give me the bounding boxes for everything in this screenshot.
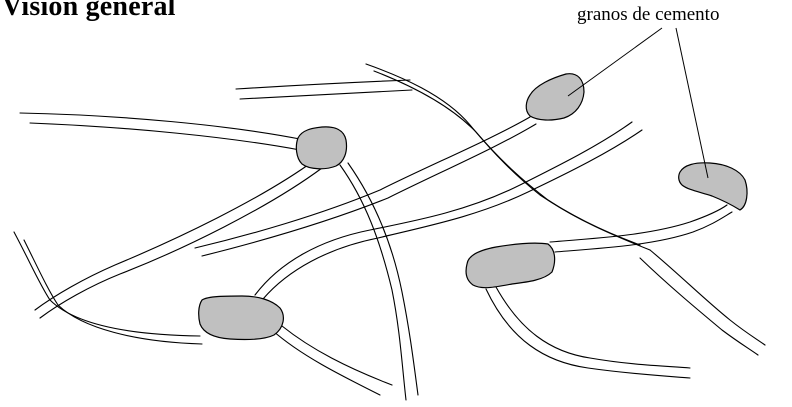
label-leader-line [675,27,709,179]
fiber [235,79,413,100]
fiber [19,112,306,151]
fiber [485,286,691,379]
cement-grain-label: granos de cemento [577,4,720,25]
fiber [194,116,537,257]
cement-grain [465,242,556,289]
diagram-title: Visión general [2,0,176,22]
fiber [13,231,203,345]
fiber [339,162,419,401]
fiber [271,325,393,396]
fiber [34,159,323,319]
label-leader-line [567,27,663,97]
cement-grain [678,162,748,211]
fiber [549,204,733,253]
cement-grain [525,73,585,121]
cement-grain [295,126,348,170]
fiber [365,63,651,251]
cement-grain [198,295,284,341]
fiber [254,121,643,300]
fiber [639,249,766,356]
